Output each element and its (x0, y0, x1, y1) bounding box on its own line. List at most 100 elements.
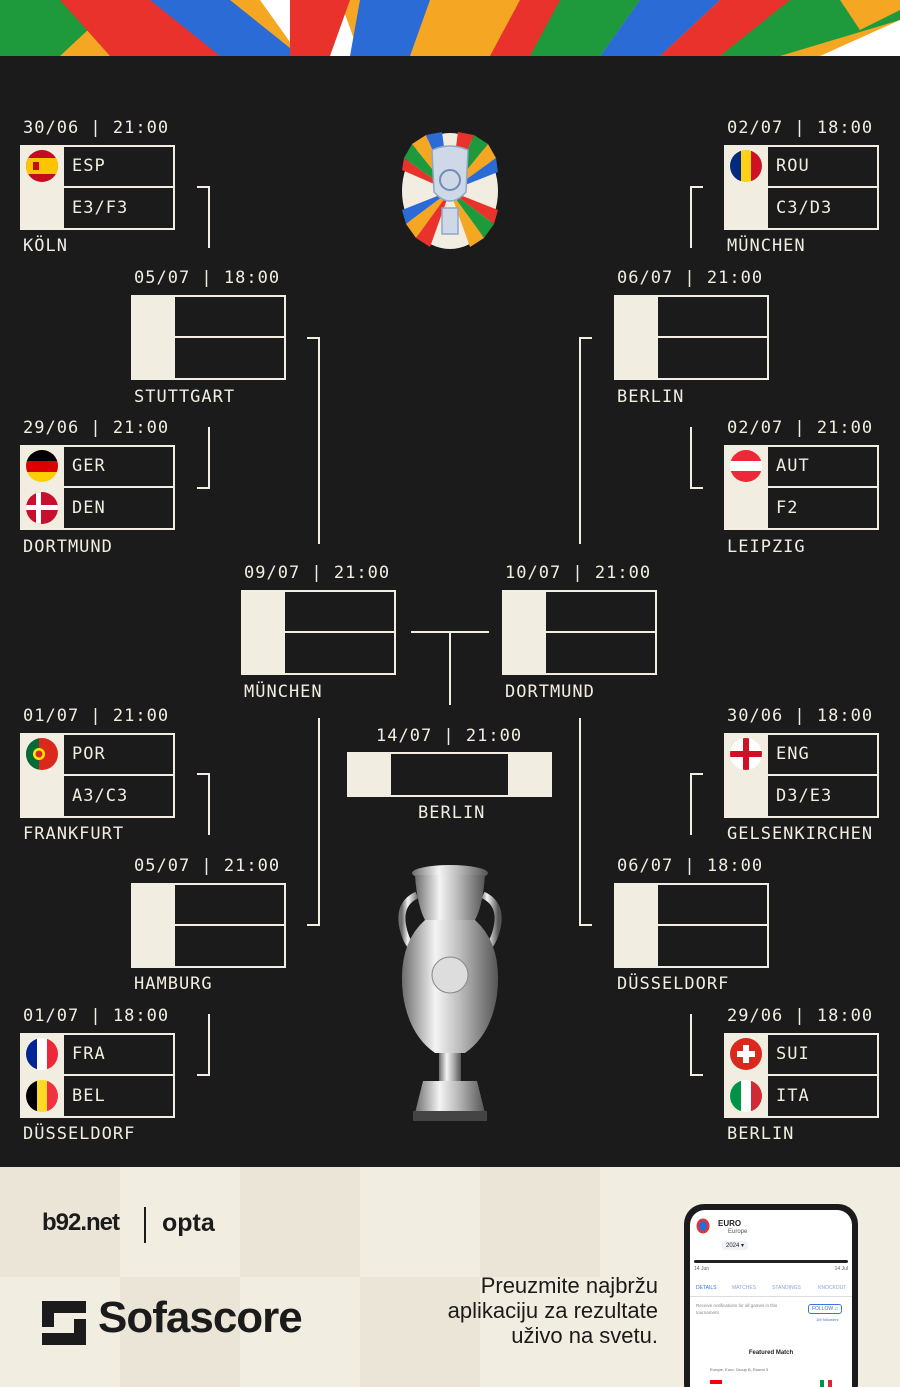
featured-match-title: Featured Match (748, 1350, 794, 1356)
match-date-ger: 29/06 | 21:00 (23, 418, 170, 438)
followers-count: 1M followers (816, 1317, 839, 1322)
team-row: SUI (726, 1035, 877, 1076)
bracket-line (208, 186, 210, 248)
denmark-flag-icon (26, 491, 58, 524)
bracket-line (691, 1074, 703, 1076)
match-box-qf[interactable] (614, 883, 769, 968)
team-name: D3/E3 (776, 785, 833, 806)
match-box-aut[interactable]: AUT F2 (724, 445, 879, 530)
match-date-sf: 09/07 | 21:00 (244, 563, 391, 583)
team-name: ENG (776, 744, 810, 765)
venue-city: BERLIN (418, 803, 486, 823)
switzerland-flag-icon (730, 1038, 762, 1071)
match-box-sui[interactable]: SUI ITA (724, 1033, 879, 1118)
match-date-eng: 30/06 | 18:00 (727, 706, 874, 726)
match-date-aut: 02/07 | 21:00 (727, 418, 874, 438)
download-tagline: Preuzmite najbržu aplikaciju za rezultat… (447, 1273, 658, 1348)
bracket-line (318, 718, 320, 926)
team-name: F2 (776, 497, 799, 518)
team-name: SUI (776, 1044, 810, 1065)
team-row: F2 (726, 488, 877, 529)
team-row: ROU (726, 147, 877, 188)
tab-bar: DETAILS MATCHES STANDINGS KNOCKOUT (690, 1282, 852, 1297)
tab-matches[interactable]: MATCHES (732, 1285, 757, 1291)
bracket-line (318, 337, 320, 544)
tab-knockout[interactable]: KNOCKOUT (818, 1285, 847, 1291)
team-name: ROU (776, 156, 810, 177)
team-name: AUT (776, 456, 810, 477)
season-select[interactable]: 2024 ▾ (722, 1241, 749, 1250)
match-date-esp: 30/06 | 21:00 (23, 118, 170, 138)
team-row: AUT (726, 447, 877, 488)
match-date-qf: 06/07 | 21:00 (617, 268, 764, 288)
bracket-line (579, 337, 581, 544)
bracket-line (449, 631, 451, 705)
match-date-fra: 01/07 | 18:00 (23, 1006, 170, 1026)
match-box-sf[interactable] (502, 590, 657, 675)
match-box-qf[interactable] (614, 295, 769, 380)
bracket-line (208, 427, 210, 489)
match-box-rou[interactable]: ROU C3/D3 (724, 145, 879, 230)
match-date-sui: 29/06 | 18:00 (727, 1006, 874, 1026)
match-box-qf[interactable] (131, 295, 286, 380)
team-row: C3/D3 (726, 188, 877, 229)
team-row (504, 592, 655, 633)
notification-text: Receive notifications for all games in t… (696, 1303, 778, 1315)
austria-flag-icon (730, 450, 762, 483)
team-row: D3/E3 (726, 776, 877, 817)
team-name: A3/C3 (72, 785, 129, 806)
bracket-line (197, 186, 209, 188)
venue-city: FRANKFURT (23, 824, 125, 844)
match-box-final[interactable] (347, 752, 552, 797)
croatia-flag-icon (710, 1380, 722, 1387)
team-name: GER (72, 456, 106, 477)
bracket-line (208, 1014, 210, 1076)
team-row (243, 592, 394, 633)
venue-city: BERLIN (617, 387, 685, 407)
tab-details[interactable]: DETAILS (696, 1285, 717, 1291)
venue-city: HAMBURG (134, 974, 213, 994)
tab-standings[interactable]: STANDINGS (772, 1285, 801, 1291)
top-color-banner (0, 0, 900, 56)
team-row: POR (22, 735, 173, 776)
venue-city: GELSENKIRCHEN (727, 824, 874, 844)
match-box-por[interactable]: POR A3/C3 (20, 733, 175, 818)
bracket-line (197, 773, 209, 775)
bracket-line (197, 1074, 209, 1076)
euro-2024-logo (402, 132, 498, 249)
team-name: POR (72, 744, 106, 765)
match-date-sf: 10/07 | 21:00 (505, 563, 652, 583)
team-row: ENG (726, 735, 877, 776)
italy-flag-icon (730, 1079, 762, 1112)
bracket-line (690, 1014, 692, 1076)
team-row: BEL (22, 1076, 173, 1117)
match-meta: Europe, Euro, Group B, Round 3 (710, 1367, 769, 1372)
team-name: E3/F3 (72, 197, 129, 218)
team-row: GER (22, 447, 173, 488)
team-row (616, 885, 767, 926)
match-box-esp[interactable]: ESP E3/F3 (20, 145, 175, 230)
trophy-image (398, 865, 502, 1121)
match-box-eng[interactable]: ENG D3/E3 (724, 733, 879, 818)
match-box-qf[interactable] (131, 883, 286, 968)
match-date-por: 01/07 | 21:00 (23, 706, 170, 726)
match-box-sf[interactable] (241, 590, 396, 675)
bracket-line (580, 337, 592, 339)
team-row: ESP (22, 147, 173, 188)
phone-mockup: EURO Europe 2024 ▾ 14 Jun 14 Jul DETAILS… (684, 1204, 858, 1387)
footer-promo: b92.net opta Sofascore Preuzmite najbržu… (0, 1167, 900, 1387)
venue-city: MÜNCHEN (727, 236, 806, 256)
sofascore-wordmark: Sofascore (98, 1293, 303, 1342)
match-date-final: 14/07 | 21:00 (376, 726, 523, 746)
team-name: ESP (72, 156, 106, 177)
follow-button[interactable]: FOLLOW ♫ (808, 1304, 843, 1314)
bracket-line (691, 186, 703, 188)
team-row: E3/F3 (22, 188, 173, 229)
match-box-fra[interactable]: FRA BEL (20, 1033, 175, 1118)
bracket-line (690, 427, 692, 489)
italy-flag-icon (820, 1380, 832, 1387)
euro-logo-icon (696, 1218, 710, 1234)
venue-city: LEIPZIG (727, 537, 806, 557)
match-box-ger[interactable]: GER DEN (20, 445, 175, 530)
opta-logo: opta (162, 1209, 215, 1237)
